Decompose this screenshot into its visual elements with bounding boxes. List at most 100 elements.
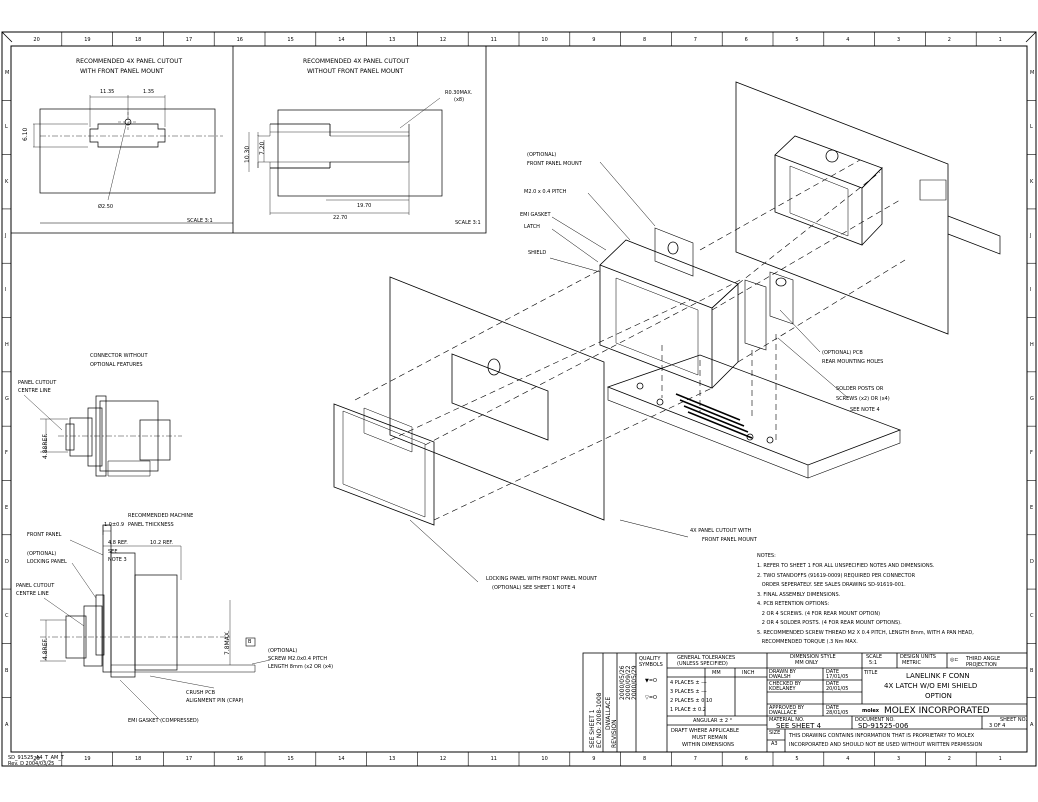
iso-opt-2: FRONT PANEL MOUNT <box>527 161 582 167</box>
row-label-left: L <box>5 124 8 131</box>
column-label-bottom: 16 <box>236 756 243 762</box>
row-ticks <box>2 100 1036 698</box>
column-label-bottom: 18 <box>135 756 142 762</box>
checked-by: KDELANEY <box>769 686 796 692</box>
dim-a: 11.35 <box>100 89 115 95</box>
title-block-frame <box>582 652 1028 753</box>
column-label-bottom: 6 <box>744 756 748 762</box>
draft-2: MUST REMAIN <box>692 735 728 741</box>
sheet-no: 3 OF 4 <box>989 723 1006 729</box>
approved-date: 28/01/05 <box>826 710 849 716</box>
side-see-2: NOTE 3 <box>108 557 127 563</box>
notes-heading: NOTES: <box>757 553 776 559</box>
note-item: ORDER SEPERATELY. SEE SALES DRAWING SD-9… <box>757 582 906 588</box>
dim-w1-b: 19.70 <box>357 203 372 209</box>
column-label-top: 2 <box>947 37 951 43</box>
column-ticks <box>61 32 977 766</box>
column-label-top: 12 <box>439 37 447 43</box>
proprietary-2: INCORPORATED AND SHOULD NOT BE USED WITH… <box>789 742 983 748</box>
drawn-date-label: DATE <box>826 669 840 675</box>
iso-posts-1: SOLDER POSTS OR <box>836 386 884 392</box>
row-label-left: F <box>5 450 8 457</box>
tol-row-2: 3 PLACES ± --- <box>670 689 707 695</box>
conn-dim: 4.88REF. <box>42 433 49 459</box>
side-cut-1: PANEL CUTOUT <box>16 583 55 589</box>
tol-title-2: (UNLESS SPECIFIED) <box>677 661 728 667</box>
iso-pcb-2: REAR MOUNTING HOLES <box>822 359 884 365</box>
side-screw-1: (OPTIONAL) <box>268 648 298 654</box>
draft-1: DRAFT WHERE APPLICABLE <box>671 728 740 734</box>
side-dim-max: 7.8MAX. <box>224 630 231 655</box>
row-label-left: I <box>5 287 7 294</box>
column-label-top: 4 <box>846 37 850 43</box>
iso-pitch: M2.0 x 0.4 PITCH <box>524 189 567 195</box>
note-item: 5. RECOMMENDED SCREW THREAD M2 X 0.4 PIT… <box>757 629 974 636</box>
cutout-without-mount-view <box>248 97 443 215</box>
column-label-bottom: 2 <box>947 756 951 762</box>
side-lock-2: LOCKING PANEL <box>27 559 67 565</box>
note-item: 3. FINAL ASSEMBLY DIMENSIONS. <box>757 591 841 598</box>
iso-cutout-2: FRONT PANEL MOUNT <box>702 537 757 543</box>
column-label-top: 3 <box>897 37 901 43</box>
side-dim-ref: 4.8 REF. <box>108 540 128 546</box>
top-views-frame <box>11 45 487 234</box>
row-label-right: D <box>1030 558 1034 565</box>
note-item: 1. REFER TO SHEET 1 FOR ALL UNSPECIFIED … <box>757 563 935 569</box>
iso-posts-3: SEE NOTE 4 <box>850 407 880 413</box>
tol-row-1: 4 PLACES ± --- <box>670 680 707 686</box>
side-front-panel: FRONT PANEL <box>27 532 62 538</box>
cutout-with-mount-view <box>33 95 233 224</box>
iso-posts-2: SCREWS (x2) OR (x4) <box>836 396 890 402</box>
tol-row-4: 1 PLACE ± 0.2 <box>670 707 706 713</box>
row-label-right: F <box>1030 450 1033 457</box>
company-name: MOLEX INCORPORATED <box>884 706 990 716</box>
iso-shield: SHIELD <box>528 250 547 256</box>
title-label: TITLE <box>864 670 878 676</box>
column-label-bottom: 3 <box>897 756 901 762</box>
view-title-a-1: RECOMMENDED 4X PANEL CUTOUT <box>76 58 183 65</box>
iso-lock-2: (OPTIONAL) SEE SHEET 1 NOTE 4 <box>492 585 576 591</box>
row-label-left: E <box>5 504 9 511</box>
side-section-view <box>40 524 271 721</box>
isometric-exploded-view <box>333 81 1001 583</box>
column-label-top: 11 <box>490 37 497 43</box>
column-label-bottom: 11 <box>490 756 497 762</box>
row-label-left: B <box>5 667 9 674</box>
dim-w2-b: 22.70 <box>333 215 348 221</box>
title-line-3: OPTION <box>925 692 952 700</box>
drawn-label: DRAWN BY <box>769 669 796 675</box>
row-label-left: J <box>5 233 7 240</box>
iso-emi: EMI GASKET <box>520 212 551 218</box>
column-label-bottom: 9 <box>592 756 596 762</box>
tol-inch: INCH <box>742 670 755 676</box>
column-label-top: 13 <box>389 37 396 43</box>
dim-hole: Ø2.50 <box>98 204 114 210</box>
conn-title-1: CONNECTOR WITHOUT <box>90 353 148 359</box>
row-label-right: A <box>1030 721 1034 728</box>
side-cut-2: CENTRE LINE <box>16 591 49 597</box>
row-label-left: G <box>5 396 9 402</box>
view-title-a-2: WITH FRONT PANEL MOUNT <box>80 68 164 75</box>
checked-label: CHECKED BY <box>769 681 801 687</box>
projection-icon: ◎⊏ <box>950 657 959 663</box>
conn-title-2: OPTIONAL FEATURES <box>90 362 143 368</box>
conn-cutout-2: CENTRE LINE <box>18 388 51 394</box>
scale-a: SCALE 3:1 <box>187 218 213 224</box>
side-machine-1: RECOMMENDED MACHINE <box>128 513 194 519</box>
column-label-bottom: 17 <box>185 756 193 762</box>
view-title-b-1: RECOMMENDED 4X PANEL CUTOUT <box>303 58 410 65</box>
column-label-top: 17 <box>185 37 193 43</box>
row-label-right: G <box>1030 396 1034 402</box>
column-label-bottom: 7 <box>693 756 697 762</box>
row-label-left: C <box>5 613 9 620</box>
column-label-bottom: 13 <box>389 756 396 762</box>
row-label-left: A <box>5 721 9 728</box>
note-item: 2 OR 4 SCREWS. (4 FOR REAR MOUNT OPTION) <box>757 610 881 617</box>
column-label-bottom: 1 <box>998 756 1002 762</box>
side-screw-3: LENGTH 8mm (x2 OR (x4) <box>268 664 334 670</box>
material-no: SEE SHEET 4 <box>776 722 822 730</box>
rev-1: SEE SHEET 1 <box>589 709 596 748</box>
scale-value: 5:1 <box>869 660 878 666</box>
